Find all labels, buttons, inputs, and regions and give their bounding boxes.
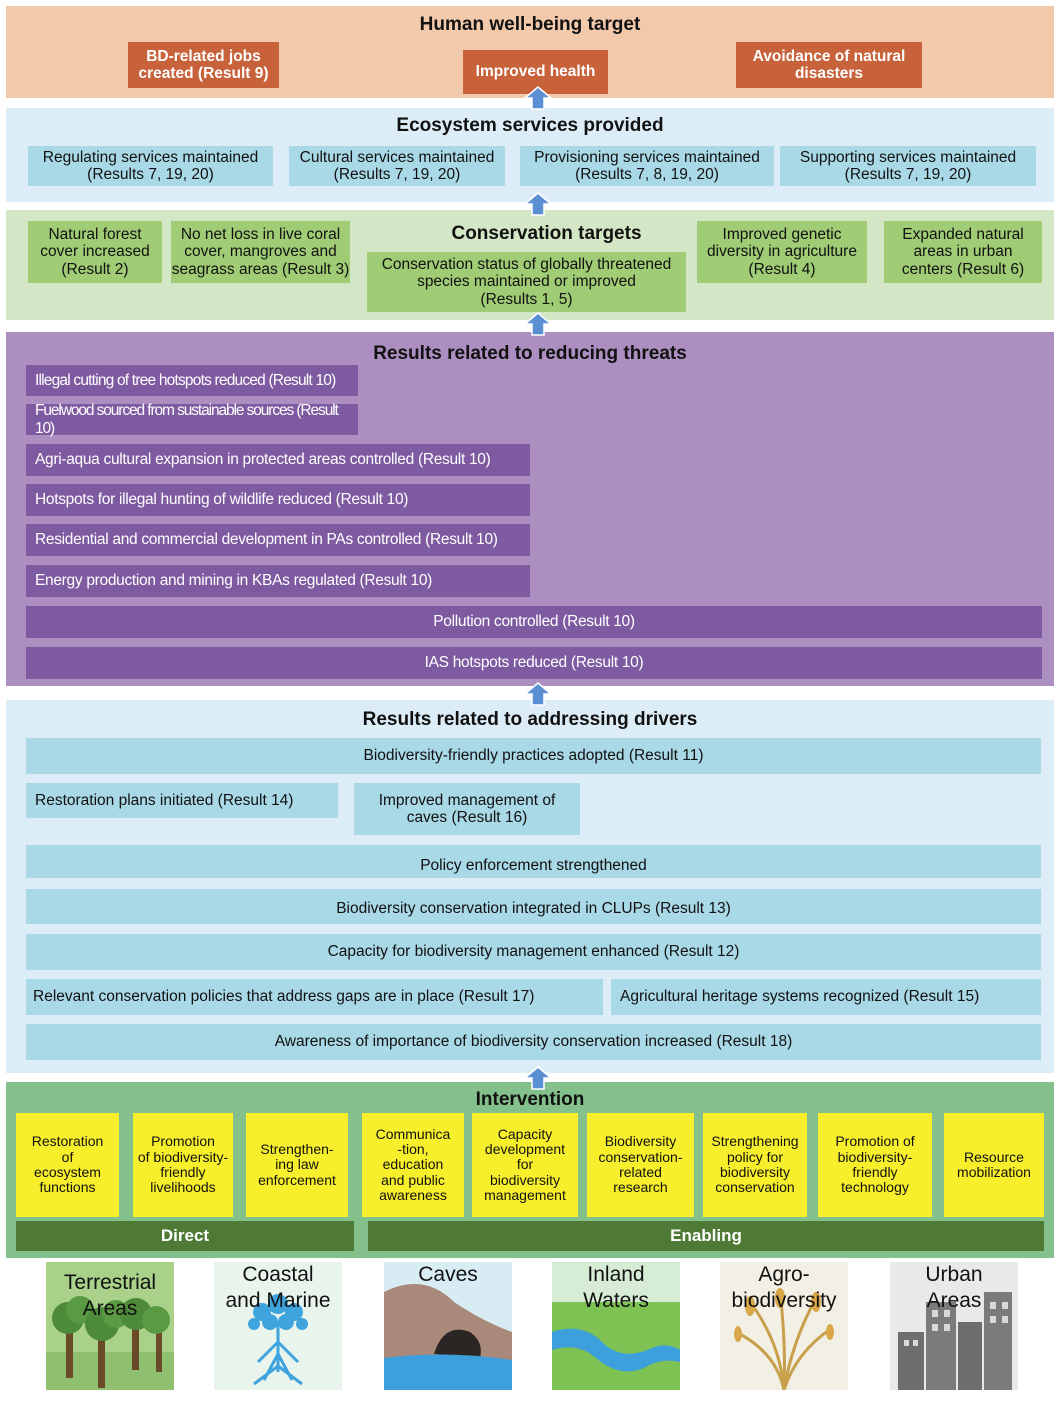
regulating-services: Regulating services maintained(Results 7… [28,146,273,186]
drivers-title: Results related to addressing drivers [362,709,698,730]
threats-section: Results related to reducing threats Ille… [6,332,1054,686]
ecosystem-section: Ecosystem services provided Regulating s… [6,108,1054,202]
mangrove-icon [214,1262,342,1390]
threat-illegal-hunting: Hotspots for illegal hunting of wildlife… [26,484,530,516]
provisioning-services: Provisioning services maintained(Results… [520,146,774,186]
direct-label: Direct [16,1221,354,1251]
threat-energy-mining: Energy production and mining in KBAs reg… [26,565,530,597]
cave-icon [384,1262,512,1390]
city-icon [890,1262,1018,1390]
ecosystem-title: Ecosystem services provided [396,115,664,136]
awareness-increased: Awareness of importance of biodiversity … [26,1024,1041,1060]
landscape-agrobiodiversity: Agro-biodiversity [720,1262,848,1390]
threat-residential-development: Residential and commercial development i… [26,524,530,556]
up-arrow-icon [524,312,552,336]
wellbeing-health: Improved health [463,50,608,94]
threat-agri-aqua: Agri-aqua cultural expansion in protecte… [26,444,530,476]
supporting-services: Supporting services maintained(Results 7… [780,146,1036,186]
intervention-title: Intervention [475,1089,585,1110]
rice-icon [720,1262,848,1390]
up-arrow-icon [524,192,552,216]
landscape-label: Agro-biodiversity [731,1263,837,1312]
up-arrow-icon [524,682,552,706]
river-icon [552,1262,680,1390]
threat-ias-hotspots: IAS hotspots reduced (Result 10) [26,647,1042,679]
threatened-species-target: Conservation status of globally threaten… [367,252,686,312]
practices-adopted: Biodiversity-friendly practices adopted … [26,738,1041,774]
enabling-label: Enabling [368,1221,1044,1251]
up-arrow-icon [524,1066,552,1090]
threat-pollution: Pollution controlled (Result 10) [26,606,1042,638]
wellbeing-title: Human well-being target [419,14,641,35]
up-arrow-icon [524,86,552,110]
cultural-services: Cultural services maintained(Results 7, … [289,146,505,186]
drivers-section: Results related to addressing drivers Bi… [6,700,1054,1073]
heritage-systems: Agricultural heritage systems recognized… [611,979,1041,1015]
landscape-label: Caves [418,1263,478,1286]
trees-icon [46,1262,174,1390]
threat-illegal-cutting: Illegal cutting of tree hotspots reduced… [26,365,358,396]
threats-title: Results related to reducing threats [373,343,687,364]
threat-fuelwood: Fuelwood sourced from sustainable source… [26,402,358,437]
capacity-enhanced: Capacity for biodiversity management enh… [26,934,1041,970]
landscape-caves: Caves [384,1262,512,1390]
restoration-plans: Restoration plans initiated (Result 14) [26,783,338,818]
conservation-title: Conservation targets [451,223,642,244]
policy-enforcement: Policy enforcement strengthened [26,845,1041,878]
clups-integration: Biodiversity conservation integrated in … [26,889,1041,924]
conservation-policies: Relevant conservation policies that addr… [26,979,603,1015]
